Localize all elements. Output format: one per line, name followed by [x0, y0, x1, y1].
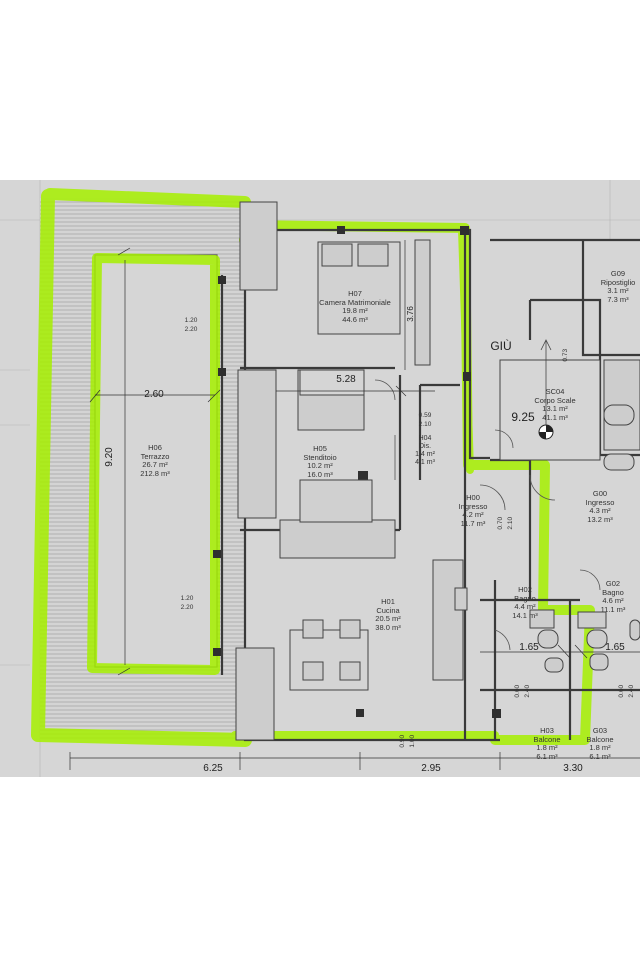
room-volume: 14.1 m³: [512, 610, 538, 620]
door-swings: [374, 379, 601, 651]
room-label-h00: H00 Ingresso 4.2 m² 11.7 m³: [443, 493, 503, 528]
room-name: Dis.: [418, 443, 432, 450]
stair-symbol: [538, 339, 554, 440]
dimension-2-95: 2.95: [421, 763, 441, 774]
room-label-h05: H05 Stenditoio 10.2 m² 16.0 m³: [285, 444, 355, 479]
dimension-9-25: 9.25: [511, 410, 535, 424]
dimension-9-20: 9.20: [104, 447, 115, 467]
room-area: 20.5 m²: [375, 614, 401, 623]
pillars: [213, 226, 501, 718]
room-area: 3.1 m²: [607, 286, 629, 295]
room-label-g09: G09 Ripostiglio 3.1 m² 7.3 m³: [597, 269, 639, 304]
stairs-down-label: GIÙ: [490, 339, 512, 353]
door-height-bottom: 1.00: [408, 734, 416, 748]
room-area: 19.8 m²: [342, 306, 368, 315]
room-name: Cucina: [376, 605, 400, 615]
door-height-h04: 2.10: [418, 421, 432, 428]
window-height-bottom: 2.20: [180, 604, 194, 611]
room-volume: 7.3 m³: [607, 294, 629, 304]
dimension-lines: [69, 240, 640, 770]
dimension-6-25: 6.25: [203, 763, 223, 774]
room-area: 1.8 m²: [536, 743, 558, 752]
door-width-h04: 0.59: [418, 412, 432, 419]
floor-plan: [0, 180, 640, 777]
dimension-5-28: 5.28: [336, 374, 356, 385]
room-volume: 44.6 m³: [342, 314, 368, 324]
room-area: 10.2 m²: [307, 461, 333, 470]
room-label-g02: G02 Bagno 4.6 m² 11.1 m³: [593, 579, 633, 614]
room-label-h06: H06 Terrazzo 26.7 m² 212.8 m³: [120, 443, 190, 478]
room-area: 4.4 m²: [514, 602, 536, 611]
room-code: H03: [540, 726, 554, 735]
room-label-h04: H04 Dis. 1.4 m² 4.1 m³: [410, 435, 440, 467]
room-name: Ingresso: [458, 501, 488, 511]
room-area: 4.3 m²: [589, 506, 611, 515]
room-volume: 6.1 m³: [589, 751, 611, 761]
room-code: H04: [418, 435, 432, 442]
dimension-1-65-a: 1.65: [519, 642, 539, 653]
dimension-2-60: 2.60: [144, 389, 164, 400]
room-volume: 16.0 m³: [307, 469, 333, 479]
room-name: Ripostiglio: [600, 277, 636, 287]
room-volume: 212.8 m³: [140, 468, 170, 478]
room-name: Balcone: [586, 734, 614, 744]
door-width-h03: 0.60: [513, 684, 521, 698]
room-area: 1.4 m²: [415, 451, 435, 458]
dimension-0-73: 0.73: [561, 348, 569, 362]
room-code: H05: [313, 444, 327, 453]
room-volume: 11.1 m³: [600, 604, 626, 614]
fixtures: [235, 201, 640, 741]
room-label-h03: H03 Balcone 1.8 m² 6.1 m³: [527, 726, 567, 761]
room-label-g03: G03 Balcone 1.8 m² 6.1 m³: [580, 726, 620, 761]
window-width-top: 1.20: [184, 317, 198, 324]
room-volume: 11.7 m³: [460, 518, 486, 528]
door-width-h00: 0.70: [496, 516, 504, 530]
room-code: H06: [148, 443, 162, 452]
room-code: G00: [592, 489, 608, 498]
room-label-h07: H07 Camera Matrimoniale 19.8 m² 44.6 m³: [305, 289, 405, 324]
door-height-h03: 2.40: [523, 684, 531, 698]
room-code: H02: [518, 585, 532, 594]
room-name: Terrazzo: [140, 451, 170, 461]
room-area: 1.8 m²: [589, 743, 611, 752]
room-name: Bagno: [514, 593, 536, 603]
room-name: Balcone: [533, 734, 561, 744]
room-name: Corpo Scale: [534, 395, 576, 405]
room-area: 13.1 m²: [542, 404, 568, 413]
room-area: 4.2 m²: [462, 510, 484, 519]
room-code: H01: [381, 597, 395, 606]
door-height-h00: 2.10: [506, 516, 514, 530]
door-width-g03: 0.60: [617, 684, 625, 698]
window-width-bottom: 1.20: [180, 595, 194, 602]
room-code: H07: [348, 289, 362, 298]
dimension-3-30: 3.30: [563, 763, 583, 774]
door-width-bottom: 0.90: [398, 734, 406, 748]
room-volume: 41.1 m³: [542, 412, 568, 422]
dimension-1-65-b: 1.65: [605, 642, 625, 653]
window-height-top: 2.20: [184, 326, 198, 333]
room-code: SC04: [545, 387, 565, 396]
room-label-h02: H02 Bagno 4.4 m² 14.1 m³: [505, 585, 545, 620]
dimension-3-76: 3.76: [406, 306, 415, 322]
room-area: 4.6 m²: [602, 596, 624, 605]
room-name: Camera Matrimoniale: [319, 297, 391, 307]
room-code: G09: [610, 269, 626, 278]
room-label-h01: H01 Cucina 20.5 m² 38.0 m³: [358, 597, 418, 632]
room-volume: 13.2 m³: [587, 514, 613, 524]
room-volume: 4.1 m³: [415, 459, 435, 466]
door-height-g03: 2.40: [627, 684, 635, 698]
room-name: Stenditoio: [303, 452, 337, 462]
room-label-g00: G00 Ingresso 4.3 m² 13.2 m³: [580, 489, 620, 524]
room-area: 26.7 m²: [142, 460, 168, 469]
room-code: G03: [592, 726, 608, 735]
room-label-sc04: SC04 Corpo Scale 13.1 m² 41.1 m³: [530, 387, 580, 422]
room-name: Ingresso: [585, 497, 615, 507]
room-volume: 38.0 m³: [375, 622, 401, 632]
room-code: G02: [605, 579, 621, 588]
room-code: H00: [466, 493, 480, 502]
room-name: Bagno: [602, 587, 624, 597]
room-volume: 6.1 m³: [536, 751, 558, 761]
